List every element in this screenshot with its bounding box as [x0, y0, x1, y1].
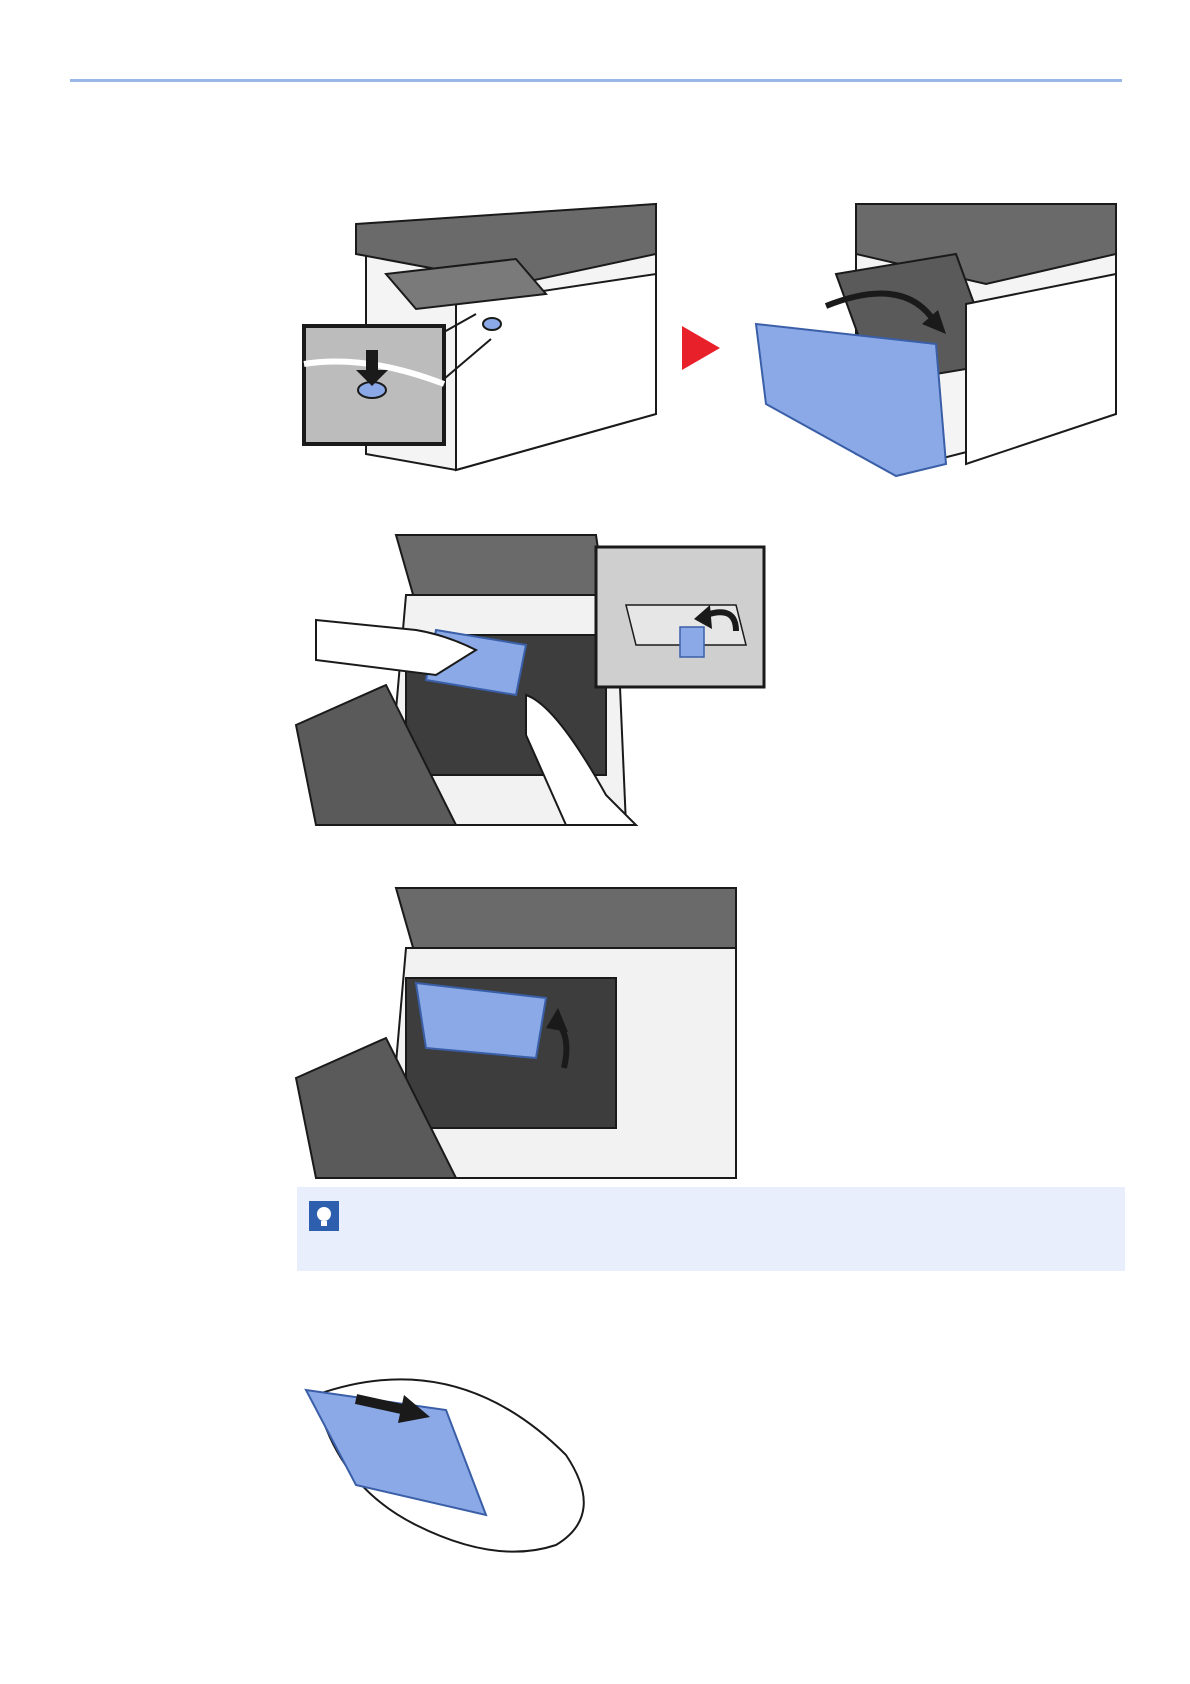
toner-bag-icon [296, 1365, 596, 1555]
printer-icon [296, 214, 1126, 470]
printer-open-icon [296, 535, 776, 825]
printer-open-icon [296, 888, 746, 1178]
figure-step4 [296, 1365, 596, 1555]
header-rule [70, 79, 1122, 82]
note-box [297, 1187, 1125, 1271]
figure-step2 [296, 535, 776, 825]
figure-step1 [296, 214, 1126, 470]
tip-icon [309, 1201, 339, 1231]
figure-step3 [296, 888, 746, 1178]
play-arrow-icon [682, 326, 720, 370]
